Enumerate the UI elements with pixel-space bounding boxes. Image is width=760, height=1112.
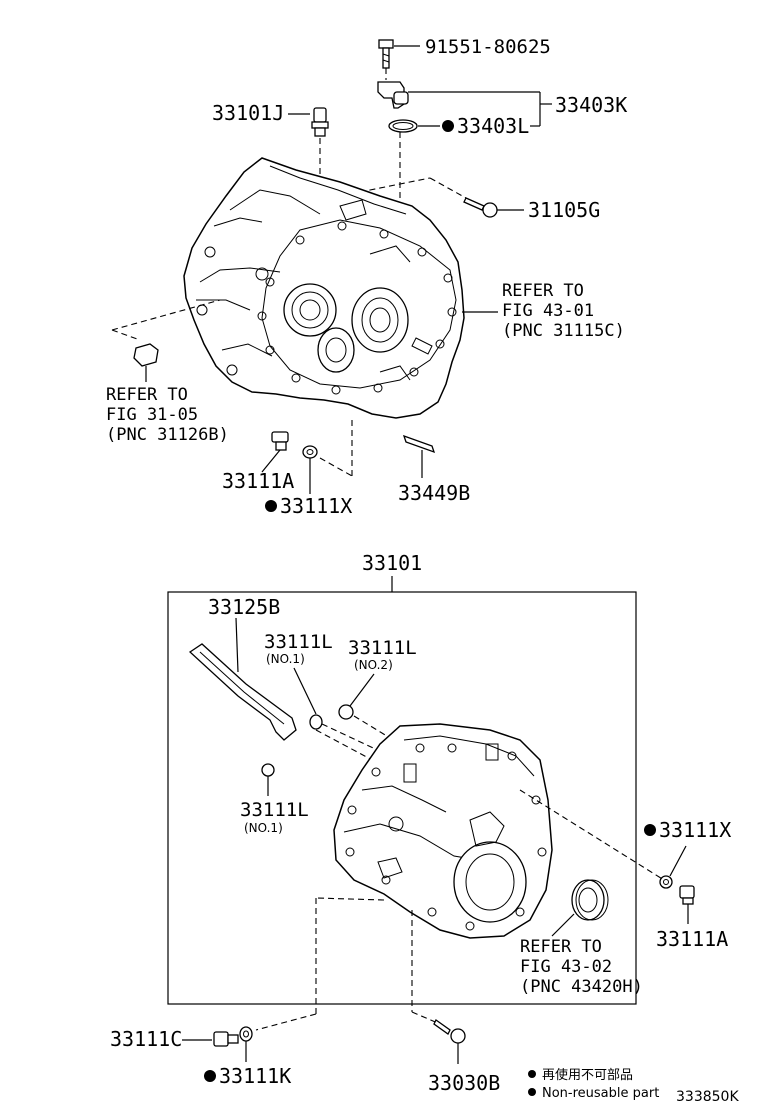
bolt-31105G-icon [463,197,498,218]
gasket-33111X-bot-icon [659,875,673,889]
bolt-33030B-icon [433,1019,466,1044]
label-33111L-1: 33111L [264,631,333,653]
note-refer-43-01-line3: (PNC 31115C) [502,321,625,341]
label-33403L: 33403L [457,114,529,138]
label-91551-80625: 91551-80625 [425,36,551,58]
non-reusable-dot-icon [204,1070,216,1082]
bracket-33125B-icon [188,643,297,741]
label-33125B: 33125B [208,595,280,619]
note-refer-43-02-line2: FIG 43-02 [520,957,612,977]
label-33111A-top: 33111A [222,469,294,493]
note-refer-43-01-line1: REFER TO [502,281,584,301]
non-reusable-dot-icon [644,824,656,836]
note-refer-43-02-line1: REFER TO [520,937,602,957]
plug-33101J-icon [311,107,329,137]
label-33030B: 33030B [428,1071,500,1095]
label-no2: (NO.2) [354,658,393,672]
label-33101J: 33101J [212,101,284,125]
figure-code: 333850K [676,1089,739,1105]
label-33111X-bottom: 33111X [659,818,731,842]
label-31105G: 31105G [528,198,600,222]
oil-seal-icon [571,879,609,921]
note-refer-43-02-line3: (PNC 43420H) [520,977,643,997]
legend-dot-icon [528,1070,536,1078]
label-33111K: 33111K [219,1064,291,1088]
drain-plug-33111A-bot-icon [679,885,695,905]
label-no1-b: (NO.1) [244,821,283,835]
label-33403K: 33403K [555,93,627,117]
bolt-91551-icon [378,39,394,69]
label-no1-a: (NO.1) [266,652,305,666]
label-33101: 33101 [362,551,422,575]
note-refer-31-05-line1: REFER TO [106,385,188,405]
plug-33111L-no1-icon [309,714,323,730]
plug-33111C-icon [213,1031,239,1047]
transaxle-housing-bottom [333,723,553,939]
legend-line-2: Non-reusable part [542,1086,659,1101]
label-33111L-2: 33111L [348,637,417,659]
transaxle-housing-top [183,157,465,419]
assembly-box-33101 [167,591,637,1005]
plug-33111L-no2-icon [338,704,354,720]
label-33111X-top: 33111X [280,494,352,518]
note-refer-31-05-line3: (PNC 31126B) [106,425,229,445]
clamp-33449B-icon [402,434,436,454]
non-reusable-dot-icon [442,120,454,132]
note-refer-31-05-line2: FIG 31-05 [106,405,198,425]
label-33111L-3: 33111L [240,799,309,821]
label-33111C: 33111C [110,1027,182,1051]
label-33111A-bottom: 33111A [656,927,728,951]
non-reusable-dot-icon [265,500,277,512]
legend-line-1: 再使用不可部品 [542,1067,633,1083]
drain-plug-33111A-icon [271,431,289,451]
plug-33111L-no1-b-icon [261,763,275,777]
seal-cap-icon [133,343,159,367]
gasket-33111X-icon [302,445,318,459]
sensor-33403K-icon [377,81,409,109]
note-refer-43-01-line2: FIG 43-01 [502,301,594,321]
label-33449B: 33449B [398,481,470,505]
legend-dot-icon [528,1088,536,1096]
gasket-33111K-icon [239,1026,253,1042]
